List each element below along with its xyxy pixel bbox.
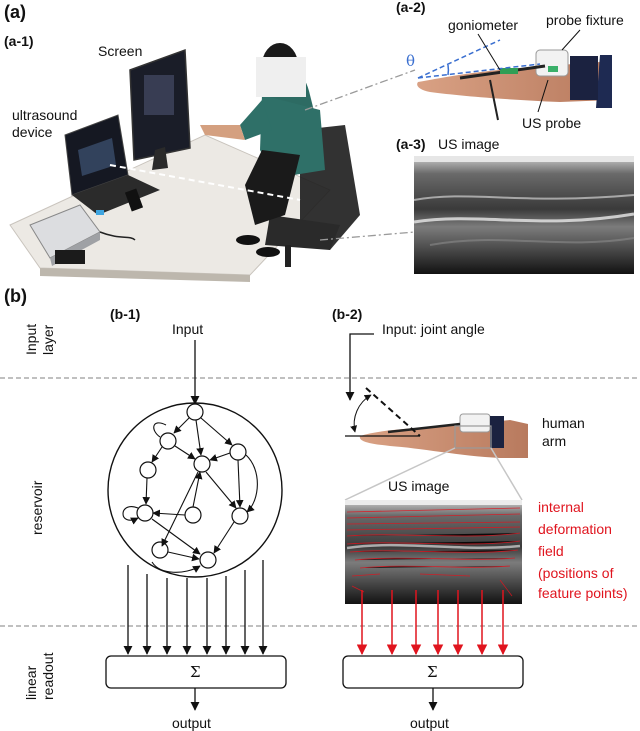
probe-fixture: [535, 49, 569, 77]
input-layer-label-1: Input: [23, 324, 39, 355]
us-probe-label: US probe: [522, 115, 581, 131]
b2-sum-symbol: Σ: [427, 663, 438, 681]
a2-label: (a-2): [396, 0, 426, 15]
b2-output-label: output: [410, 715, 449, 731]
zoom-line-left: [344, 447, 456, 501]
node: [139, 461, 157, 479]
probe-highlight-box: [454, 425, 492, 449]
node: [184, 506, 202, 524]
a3-label: (a-3): [396, 136, 426, 152]
goniometer-label: goniometer: [448, 17, 518, 33]
probe-fixture-label: probe fixture: [546, 12, 624, 28]
node: [159, 432, 177, 450]
a1-label: (a-1): [4, 33, 34, 49]
node: [136, 504, 154, 522]
input-layer-label-2: layer: [40, 324, 56, 355]
field-label-4: (positions of: [538, 565, 614, 581]
node: [193, 455, 211, 473]
reservoir-network: [107, 402, 283, 578]
field-label-5: feature points): [538, 585, 628, 601]
lab-setup-photo: [9, 43, 416, 282]
b2-arm-photo: [359, 413, 528, 458]
b2-readout-arrows: [356, 590, 509, 656]
field-label-1: internal: [538, 499, 584, 515]
b2-label: (b-2): [332, 306, 362, 322]
panel-a-label: (a): [4, 2, 26, 22]
b1-sum-box: [105, 655, 287, 689]
node: [151, 541, 169, 559]
ultrasound-image-a3: [413, 156, 635, 274]
b2-input-label: Input: joint angle: [382, 321, 485, 337]
b1-readout-arrows: [123, 560, 268, 655]
readout-label-2: readout: [40, 652, 56, 700]
panel-b-label: (b): [4, 286, 27, 306]
a3-title: US image: [438, 136, 500, 152]
ultrasound-image-b2: [345, 500, 522, 604]
device-label-2: device: [12, 124, 53, 140]
arm-goniometer-photo: [417, 49, 612, 121]
reservoir-label: reservoir: [29, 480, 45, 535]
face-blur: [256, 57, 306, 97]
human-arm-label-1: human: [542, 415, 585, 431]
node: [199, 551, 217, 569]
b1-input-label: Input: [172, 321, 203, 337]
field-label-2: deformation: [538, 521, 612, 537]
device-label-1: ultrasound: [12, 107, 77, 123]
b1-label: (b-1): [110, 306, 140, 322]
b2-angle-dashed: [365, 387, 421, 437]
b2-input-arrow: [345, 333, 374, 401]
readout-label-1: linear: [23, 665, 39, 700]
theta-symbol: θ: [406, 52, 415, 70]
b2-angle-arc: [350, 394, 372, 433]
b1-output-label: output: [172, 715, 211, 731]
zoom-line-right: [490, 447, 523, 501]
node: [231, 507, 249, 525]
node: [186, 403, 204, 421]
b1-sum-symbol: Σ: [190, 663, 201, 681]
b2-us-image-label: US image: [388, 478, 450, 494]
field-label-3: field: [538, 543, 564, 559]
human-arm-label-2: arm: [542, 433, 566, 449]
theta-annotation: [417, 39, 541, 79]
screen-label: Screen: [98, 43, 142, 59]
node: [229, 443, 247, 461]
